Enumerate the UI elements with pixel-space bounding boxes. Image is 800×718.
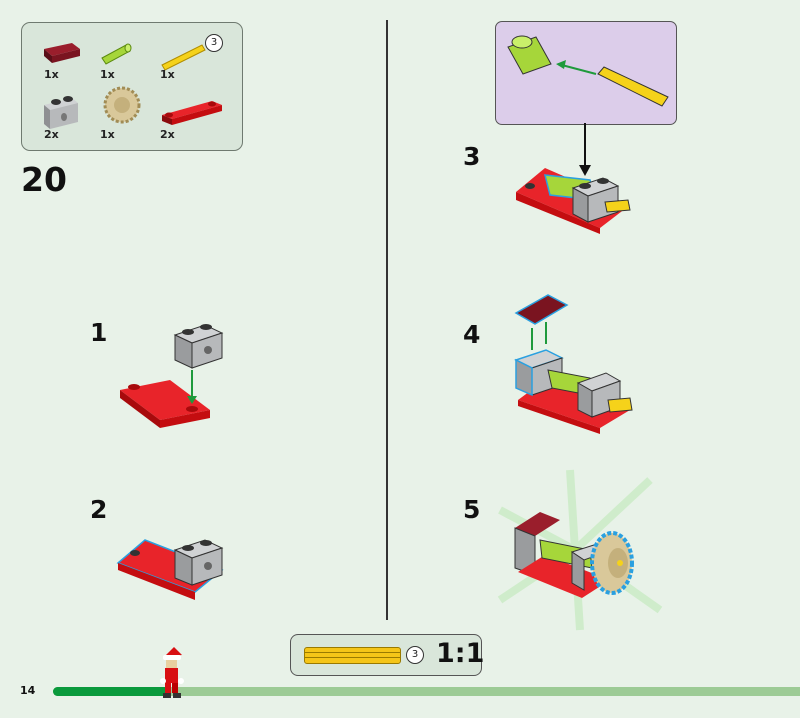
red-plate-icon: [162, 101, 222, 125]
lime-connector-icon: [101, 43, 132, 65]
sub-assembly-callout: [495, 21, 677, 125]
parts-list-box: 1x 1x 1x 3 2x 1x 2x: [21, 22, 243, 151]
yellow-axle-icon: [161, 44, 206, 71]
page-number: 14: [20, 684, 36, 697]
tan-gear-icon: [103, 86, 141, 124]
santa-minifigure-icon: [160, 647, 184, 698]
parts-illustrations: [44, 43, 222, 129]
progress-bar: [53, 687, 800, 696]
step-group-number: 20: [21, 160, 67, 199]
part-qty: 1x: [44, 68, 59, 81]
gray-technic-brick-icon: [44, 96, 78, 129]
length-badge: 3: [406, 646, 424, 664]
sub-assembly-illustration: [507, 35, 669, 107]
step-number: 5: [463, 495, 481, 524]
dark-red-tile-icon: [44, 43, 80, 63]
part-qty: 2x: [44, 128, 59, 141]
part-qty: 2x: [160, 128, 175, 141]
scale-label: 1:1: [436, 638, 485, 669]
part-qty: 1x: [160, 68, 175, 81]
step-number: 4: [463, 320, 481, 349]
column-divider: [386, 20, 388, 620]
part-qty: 1x: [100, 68, 115, 81]
axle-scale-icon: [304, 647, 401, 664]
step-number: 2: [90, 495, 108, 524]
part-qty: 1x: [100, 128, 115, 141]
step-number: 1: [90, 318, 108, 347]
scale-reference-box: 3 1:1: [290, 634, 485, 676]
step-number: 3: [463, 142, 481, 171]
length-badge: 3: [205, 34, 223, 52]
progress-fill: [53, 687, 169, 696]
